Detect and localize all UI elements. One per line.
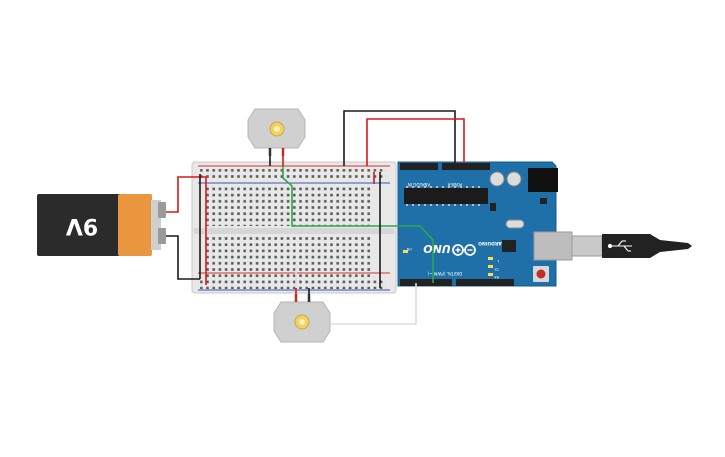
atmega-chip <box>404 188 488 204</box>
indicator-leds: L TX RX ON <box>403 247 500 279</box>
wire-black-battery <box>166 235 200 280</box>
svg-text:TX: TX <box>494 267 500 271</box>
capacitor <box>489 171 505 187</box>
digital-header-low[interactable] <box>400 279 452 286</box>
analog-header[interactable] <box>400 163 438 170</box>
arduino-logo <box>452 244 476 256</box>
wire-white <box>330 283 417 325</box>
power-jack[interactable] <box>528 168 558 192</box>
wires[interactable] <box>166 110 465 325</box>
svg-text:RX: RX <box>494 275 499 279</box>
wire-red-battery <box>166 176 207 285</box>
wire-red-5v <box>366 118 465 166</box>
svg-text:L: L <box>497 259 499 263</box>
battery-9v[interactable]: 9V <box>37 194 166 256</box>
battery-terminal-negative[interactable] <box>158 228 166 244</box>
power-header[interactable] <box>442 163 490 170</box>
crystal-oscillator <box>505 219 525 229</box>
uno-model-label: UNO <box>423 242 451 255</box>
usb-chip <box>502 240 516 252</box>
dc-motor-top[interactable] <box>247 108 306 156</box>
arduino-uno-board[interactable]: ANALOG IN POWER UNO ARDUINO <box>397 161 573 287</box>
digital-pwm-label: DIGITAL (PWM ~) <box>427 271 462 276</box>
wire-green <box>282 166 434 283</box>
usb-cable[interactable] <box>571 234 692 258</box>
battery-label: 9V <box>66 213 98 238</box>
power-label: POWER <box>447 182 462 187</box>
capacitor <box>506 171 522 187</box>
usb-port[interactable] <box>533 231 573 261</box>
arduino-brand-label: ARDUINO <box>478 240 502 246</box>
svg-text:ON: ON <box>406 247 412 251</box>
battery-terminal-positive[interactable] <box>158 202 166 218</box>
wire-black-gnd <box>343 110 456 166</box>
digital-header-high[interactable] <box>456 279 514 286</box>
breadboard[interactable] <box>191 161 397 294</box>
usb-icon <box>607 240 632 252</box>
dc-motor-bottom[interactable] <box>273 294 331 343</box>
analog-in-label: ANALOG IN <box>408 182 430 187</box>
